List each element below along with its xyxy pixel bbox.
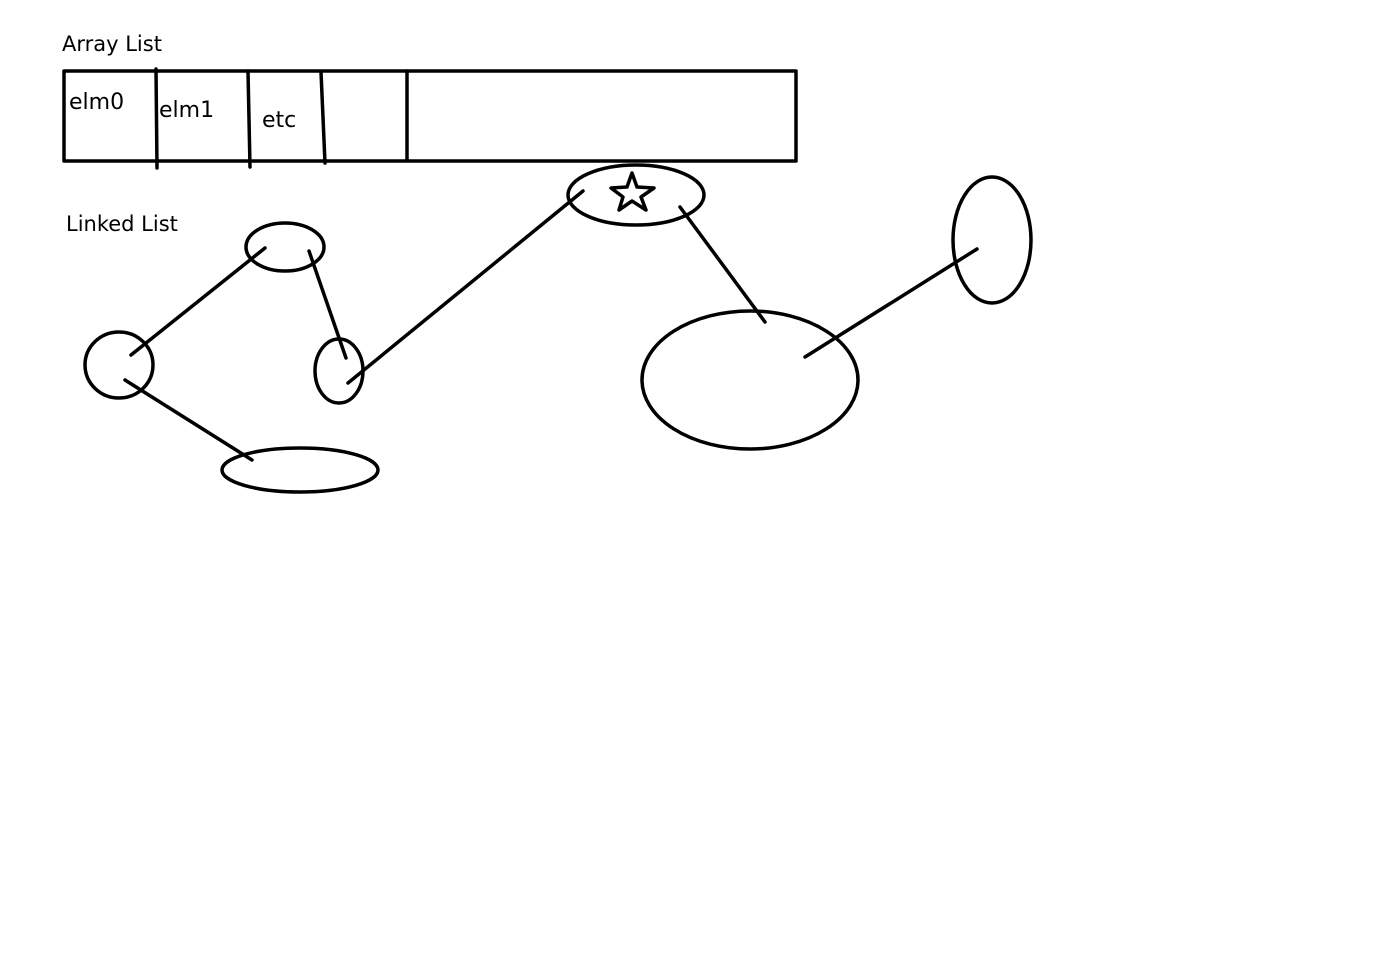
node-big <box>640 309 860 451</box>
node-b <box>220 446 380 494</box>
star-icon <box>609 171 656 212</box>
array-cell-2-label: etc <box>262 108 297 133</box>
array-divider-1 <box>154 67 159 170</box>
node-tall <box>951 175 1033 305</box>
array-cell-0-label: elm0 <box>69 90 125 115</box>
node-a <box>83 330 155 400</box>
array-divider-2 <box>246 69 252 169</box>
array-divider-3 <box>319 70 327 165</box>
link-a-b <box>123 378 254 462</box>
array-list-outline <box>62 69 798 163</box>
node-star <box>566 163 706 227</box>
link-big-tall <box>803 247 979 359</box>
linked-list-nodes <box>83 163 1033 494</box>
array-list-title: Array List <box>62 32 162 56</box>
node-d <box>313 337 365 405</box>
linked-list-title: Linked List <box>66 212 178 236</box>
array-cell-1-label: elm1 <box>159 98 215 123</box>
link-d-star <box>346 189 585 385</box>
link-star-big <box>678 205 767 324</box>
node-c <box>244 221 326 273</box>
link-a-c <box>129 246 267 357</box>
array-list <box>62 67 798 170</box>
